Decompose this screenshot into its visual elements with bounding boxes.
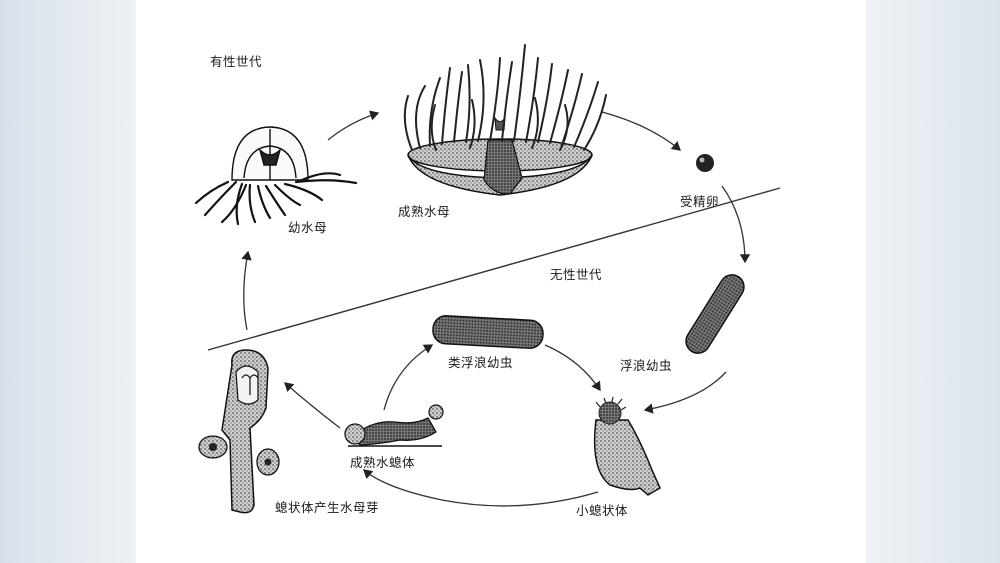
planula-like-larva-label: 类浮浪幼虫 xyxy=(448,355,514,370)
arrow-planula-to-small-polyp xyxy=(643,371,727,414)
fertilized-egg-label: 受精卵 xyxy=(680,194,720,209)
arrow-budding-to-young-medusa xyxy=(241,250,252,331)
arrow-mature-polyp-to-budding xyxy=(284,382,341,429)
mature-polyp-drawing xyxy=(344,404,444,447)
sexual-generation-label: 有性世代 xyxy=(210,54,263,69)
asexual-generation-label: 无性世代 xyxy=(550,267,603,282)
small-polyp-label: 小螅状体 xyxy=(576,503,629,518)
mature-medusa-drawing xyxy=(403,44,607,196)
polyp-budding-label: 螅状体产生水母芽 xyxy=(275,500,380,515)
arrow-young-to-mature xyxy=(327,110,380,141)
left-backdrop xyxy=(0,0,136,563)
planula-label: 浮浪幼虫 xyxy=(620,358,673,373)
mature-medusa-label: 成熟水母 xyxy=(398,204,451,219)
arrow-small-polyp-to-mature-polyp xyxy=(363,469,599,507)
young-medusa-drawing xyxy=(194,126,358,226)
arrow-mature-polyp-to-larva xyxy=(383,344,434,411)
fertilized-egg-drawing xyxy=(696,154,714,172)
generation-divider xyxy=(207,187,781,351)
planula-drawing xyxy=(685,274,745,354)
small-polyp-drawing xyxy=(593,396,661,496)
cycle-arrows xyxy=(241,110,751,507)
arrow-mature-to-egg xyxy=(601,111,681,151)
lifecycle-figure xyxy=(136,0,866,563)
budding-polyp-drawing xyxy=(198,349,280,514)
young-medusa-label: 幼水母 xyxy=(288,220,328,235)
right-backdrop xyxy=(866,0,1000,563)
planula-like-larva-drawing xyxy=(432,315,544,349)
arrow-egg-to-planula xyxy=(721,185,751,264)
arrow-larva-to-small-polyp xyxy=(544,344,601,392)
mature-polyp-label: 成熟水螅体 xyxy=(350,455,416,470)
